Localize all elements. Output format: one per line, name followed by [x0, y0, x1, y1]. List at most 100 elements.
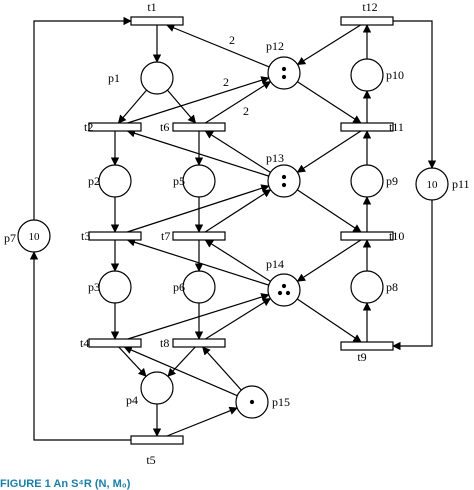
place-circle — [182, 164, 216, 198]
place-p5 — [182, 164, 216, 198]
arc-p14-to-t7 — [204, 239, 271, 282]
arc-t8-to-p14 — [205, 297, 272, 340]
place-label: p10 — [386, 68, 404, 82]
arc-t12-to-p11 — [393, 20, 437, 169]
transition-label: t5 — [146, 453, 155, 467]
transition-label: t1 — [147, 0, 156, 14]
transition-t7 — [172, 231, 226, 241]
arc-t4-to-p4 — [118, 346, 147, 377]
arc-p1-to-t2 — [117, 89, 148, 124]
place-circle — [140, 61, 174, 95]
place-circle — [17, 219, 51, 253]
transition-t9 — [340, 341, 394, 351]
place-label: p1 — [108, 71, 120, 85]
place-circle — [415, 167, 449, 201]
nodes-layer: 10 10 — [17, 16, 449, 445]
place-p8 — [350, 270, 384, 304]
transition-label: t9 — [357, 350, 366, 364]
petri-net-diagram: 10 10 222p1p2p3p4p5p6p7p8p9p10p11p12p13p1… — [4, 0, 470, 467]
place-p1 — [140, 61, 174, 95]
token-dot — [281, 182, 287, 188]
place-p15 — [235, 385, 269, 419]
transition-t2 — [88, 122, 142, 132]
arc-t5-to-p7 — [29, 251, 131, 441]
transition-t6 — [172, 122, 226, 132]
place-circle — [98, 164, 132, 198]
place-label: p2 — [88, 174, 100, 188]
transition-label: t2 — [84, 120, 93, 134]
transition-t4 — [88, 338, 142, 348]
transition-t1 — [130, 16, 184, 26]
place-label: p8 — [386, 280, 398, 294]
place-circle — [267, 56, 301, 90]
place-p3 — [98, 270, 132, 304]
arc-t5-to-p15 — [166, 406, 238, 437]
place-label: p11 — [452, 177, 470, 191]
place-p10 — [350, 58, 384, 92]
arc-p13-to-t10 — [297, 189, 362, 233]
arc-p12-to-t11 — [297, 81, 362, 124]
arc-weight-label: 2 — [229, 33, 235, 47]
arc-p7-to-t1 — [33, 16, 132, 220]
transition-label: t3 — [81, 229, 90, 243]
place-label: p7 — [4, 231, 16, 245]
arcs-layer — [29, 16, 437, 441]
arc-t8-to-p4 — [167, 346, 196, 377]
transition-t11 — [340, 122, 394, 132]
arc-t2-to-p12 — [127, 76, 270, 124]
place-label: p14 — [266, 257, 284, 271]
arc-t11-to-p13 — [296, 130, 362, 173]
place-p4 — [140, 371, 174, 405]
arc-t7-to-p13 — [204, 189, 272, 233]
place-p14 — [267, 273, 301, 307]
arc-p14-to-t9 — [296, 298, 362, 343]
place-circle — [350, 270, 384, 304]
place-p2 — [98, 164, 132, 198]
token-count: 10 — [427, 179, 439, 191]
arc-p14-to-t3 — [126, 238, 269, 286]
arc-t12-to-p12 — [296, 24, 361, 66]
place-label: p13 — [266, 151, 284, 165]
token-dot — [281, 283, 287, 289]
place-label: p5 — [173, 174, 185, 188]
place-circle — [267, 164, 301, 198]
transition-label: t7 — [161, 229, 170, 243]
arc-weight-label: 2 — [243, 104, 249, 118]
transition-label: t4 — [80, 336, 89, 350]
transition-t10 — [340, 231, 394, 241]
labels-layer: 222p1p2p3p4p5p6p7p8p9p10p11p12p13p14p15t… — [4, 0, 470, 467]
place-circle — [98, 270, 132, 304]
token-count: 10 — [29, 231, 41, 243]
transition-label: t11 — [389, 120, 404, 134]
place-circle — [182, 270, 216, 304]
place-p7: 10 — [17, 219, 51, 253]
transition-label: t8 — [160, 336, 169, 350]
transition-label: t10 — [389, 229, 404, 243]
place-circle — [267, 273, 301, 307]
token-dot — [285, 290, 291, 296]
place-label: p6 — [173, 280, 185, 294]
place-label: p15 — [272, 395, 290, 409]
place-p12 — [267, 56, 301, 90]
transition-t3 — [88, 231, 142, 241]
token-dot — [281, 74, 287, 80]
token-dot — [249, 399, 255, 405]
arc-p1-to-t6 — [166, 89, 197, 124]
place-label: p3 — [88, 280, 100, 294]
transition-t12 — [340, 16, 394, 26]
arc-p15-to-t8 — [202, 346, 242, 391]
token-dot — [281, 174, 287, 180]
arc-t10-to-p14 — [296, 239, 362, 282]
place-label: p12 — [266, 39, 284, 53]
place-p9 — [350, 164, 384, 198]
place-circle — [350, 58, 384, 92]
arc-p13-to-t2 — [126, 129, 269, 177]
transition-t5 — [130, 435, 184, 445]
place-circle — [350, 164, 384, 198]
place-label: p9 — [386, 174, 398, 188]
arc-p15-to-t4 — [123, 346, 238, 397]
place-p6 — [182, 270, 216, 304]
arc-p11-to-t9 — [392, 200, 433, 351]
arc-weight-label: 2 — [223, 75, 229, 89]
arc-t4-to-p14 — [127, 293, 270, 340]
